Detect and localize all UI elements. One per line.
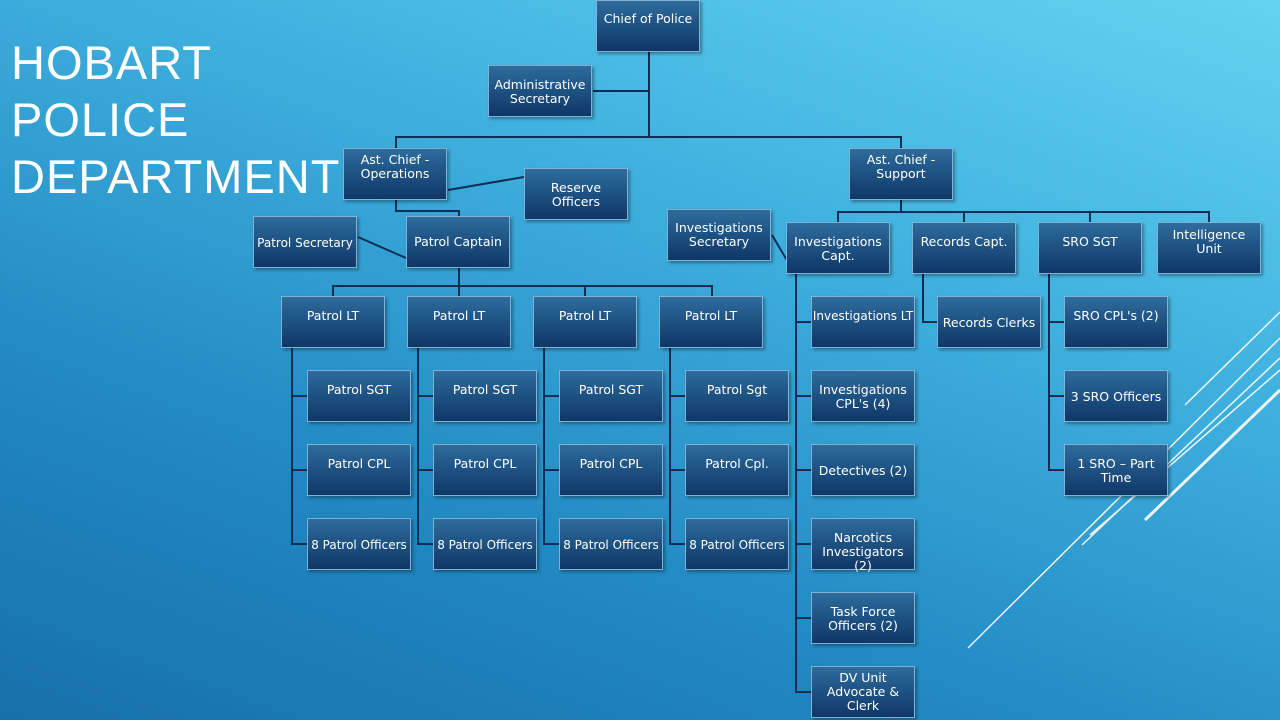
title-line: POLICE [11,93,190,146]
node-label: Patrol LT [684,308,738,323]
node-label: Investigations Secretary [675,220,763,249]
node-label: 8 Patrol Officers [437,538,533,552]
node-label: Records Capt. [920,234,1008,249]
node-label: Ast. Chief - Support [866,152,936,181]
node-sro-cpls: SRO CPL's (2) [1064,296,1168,348]
node-label: Patrol Captain [414,234,502,249]
node-patrol-lt: Patrol LT [533,296,637,348]
node-label: Investigations Capt. [794,234,882,263]
node-ast-chief-support: Ast. Chief - Support [849,148,953,200]
node-reserve-officers: Reserve Officers [524,168,628,220]
node-patrol-cpl: Patrol Cpl. [685,444,789,496]
node-records-capt: Records Capt. [912,222,1016,274]
node-label: Patrol SGT [326,382,392,397]
node-patrol-officers: 8 Patrol Officers [433,518,537,570]
node-label: Records Clerks [942,315,1036,330]
node-label: Patrol SGT [578,382,644,397]
node-patrol-officers: 8 Patrol Officers [559,518,663,570]
node-patrol-lt: Patrol LT [407,296,511,348]
node-label: Ast. Chief - Operations [360,152,430,181]
node-label: Task Force Officers (2) [828,604,898,633]
node-label: Chief of Police [603,11,693,26]
node-chief-of-police: Chief of Police [596,0,700,52]
node-investigations-cpls: Investigations CPL's (4) [811,370,915,422]
node-patrol-lt: Patrol LT [659,296,763,348]
node-records-clerks: Records Clerks [937,296,1041,348]
node-intelligence-unit: Intelligence Unit [1157,222,1261,274]
node-label: Investigations CPL's (4) [819,382,907,411]
node-patrol-officers: 8 Patrol Officers [307,518,411,570]
node-patrol-sgt: Patrol Sgt [685,370,789,422]
node-label: Intelligence Unit [1172,227,1246,256]
node-patrol-lt: Patrol LT [281,296,385,348]
node-label: Patrol Cpl. [705,456,769,471]
node-detectives: Detectives (2) [811,444,915,496]
node-label: 8 Patrol Officers [311,538,407,552]
node-investigations-capt: Investigations Capt. [786,222,890,274]
title-line: DEPARTMENT [11,150,341,203]
node-label: 8 Patrol Officers [689,538,785,552]
node-label: Patrol LT [306,308,360,323]
node-sro-sgt: SRO SGT [1038,222,1142,274]
node-administrative-secretary: Administrative Secretary [488,65,592,117]
node-sro-officers: 3 SRO Officers [1064,370,1168,422]
page-title: HOBART POLICE DEPARTMENT [11,34,340,205]
node-label: 3 SRO Officers [1070,389,1162,404]
node-patrol-sgt: Patrol SGT [433,370,537,422]
node-investigations-lt: Investigations LT [811,296,915,348]
node-dv-unit: DV Unit Advocate & Clerk [811,666,915,718]
node-patrol-cpl: Patrol CPL [433,444,537,496]
node-label: Administrative Secretary [494,77,586,106]
node-label: Patrol CPL [327,456,391,471]
node-patrol-cpl: Patrol CPL [307,444,411,496]
node-label: Patrol SGT [452,382,518,397]
node-label: Narcotics Investigators (2) [822,530,904,573]
node-label: DV Unit Advocate & Clerk [826,670,900,713]
node-label: SRO SGT [1062,234,1118,249]
node-investigations-secretary: Investigations Secretary [667,209,771,261]
node-patrol-sgt: Patrol SGT [559,370,663,422]
node-label: Patrol Secretary [257,236,353,250]
node-label: Patrol Sgt [706,382,768,397]
node-patrol-cpl: Patrol CPL [559,444,663,496]
node-label: 1 SRO – Part Time [1077,456,1155,485]
title-line: HOBART [11,36,212,89]
node-label: Patrol CPL [579,456,643,471]
node-label: Patrol LT [558,308,612,323]
node-narcotics-investigators: Narcotics Investigators (2) [811,518,915,573]
node-sro-part-time: 1 SRO – Part Time [1064,444,1168,496]
node-patrol-officers: 8 Patrol Officers [685,518,789,570]
node-label: Patrol CPL [453,456,517,471]
node-patrol-secretary: Patrol Secretary [253,216,357,268]
node-ast-chief-operations: Ast. Chief - Operations [343,148,447,200]
node-task-force-officers: Task Force Officers (2) [811,592,915,644]
node-label: Reserve Officers [550,180,602,209]
node-label: SRO CPL's (2) [1073,308,1159,323]
node-label: 8 Patrol Officers [563,538,659,552]
node-patrol-sgt: Patrol SGT [307,370,411,422]
node-label: Investigations LT [812,309,914,323]
node-label: Patrol LT [432,308,486,323]
node-patrol-captain: Patrol Captain [406,216,510,268]
node-label: Detectives (2) [818,463,908,478]
